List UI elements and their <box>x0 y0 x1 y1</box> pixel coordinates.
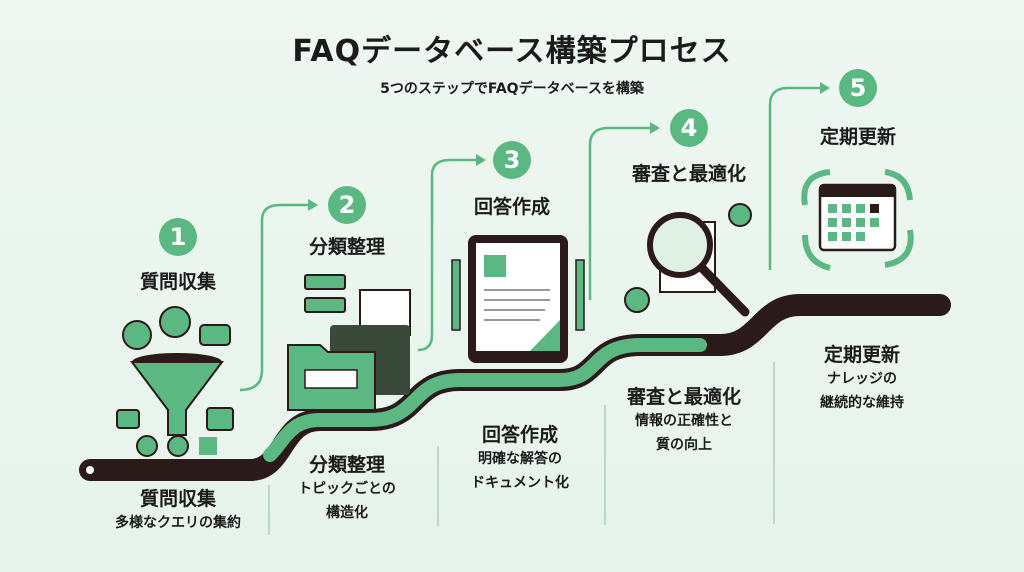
step-1-description: 多様なクエリの集約 <box>115 515 241 531</box>
step-1-summary: 質問収集 多様なクエリの集約 <box>115 484 241 535</box>
step-1-badge: 1 <box>159 218 197 256</box>
step-1-top-title: 質問収集 <box>139 271 217 293</box>
step-3-summary: 回答作成 明確な解答の ドキュメント化 <box>471 420 569 495</box>
step-4-description-line: 質の向上 <box>655 437 712 453</box>
step-3-description-line: 明確な解答の <box>478 451 562 467</box>
step-2-summary: 分類整理 トピックごとの 構造化 <box>298 450 396 525</box>
step-5-top-title: 定期更新 <box>819 126 897 148</box>
folders-icon <box>287 274 411 411</box>
step-5-title: 定期更新 <box>823 344 900 366</box>
calendar-cycle-icon <box>801 169 914 271</box>
step-4-title: 審査と最適化 <box>626 386 742 408</box>
step-1-title: 質問収集 <box>139 488 216 510</box>
step-3-badge: 3 <box>493 141 531 179</box>
step-2-description-line: トピックごとの <box>298 481 396 497</box>
connector-arrows <box>239 86 822 392</box>
step-4-summary: 審査と最適化 情報の正確性と 質の向上 <box>627 382 741 457</box>
step-4-top-title: 審査と最適化 <box>631 163 747 185</box>
step-4-badge: 4 <box>670 109 708 147</box>
step-5-description-line: 継続的な維持 <box>820 395 904 411</box>
step-2-top-title: 分類整理 <box>308 236 386 258</box>
funnel-icon <box>116 306 234 457</box>
step-2-title: 分類整理 <box>308 454 385 476</box>
magnifier-checklist-icon <box>624 203 752 317</box>
step-5-description-line: ナレッジの <box>827 371 897 387</box>
step-2-description-line: 構造化 <box>326 505 368 521</box>
step-3-title: 回答作成 <box>481 424 558 446</box>
step-3-top-title: 回答作成 <box>473 196 551 218</box>
step-5-badge: 5 <box>839 69 877 107</box>
step-4-description-line: 情報の正確性と <box>634 413 733 429</box>
step-5-summary: 定期更新 ナレッジの 継続的な維持 <box>820 340 904 415</box>
step-3-description-line: ドキュメント化 <box>471 475 569 491</box>
tablet-document-icon <box>451 235 585 363</box>
divider <box>604 405 606 525</box>
road-green <box>263 338 707 462</box>
step-2-badge: 2 <box>328 186 366 224</box>
page-title: FAQデータベース構築プロセス <box>292 34 732 69</box>
page-subtitle: 5つのステップでFAQデータベースを構築 <box>380 81 644 97</box>
path-start-dot <box>84 464 96 476</box>
divider <box>773 362 775 524</box>
divider <box>268 485 270 535</box>
divider <box>437 446 439 526</box>
